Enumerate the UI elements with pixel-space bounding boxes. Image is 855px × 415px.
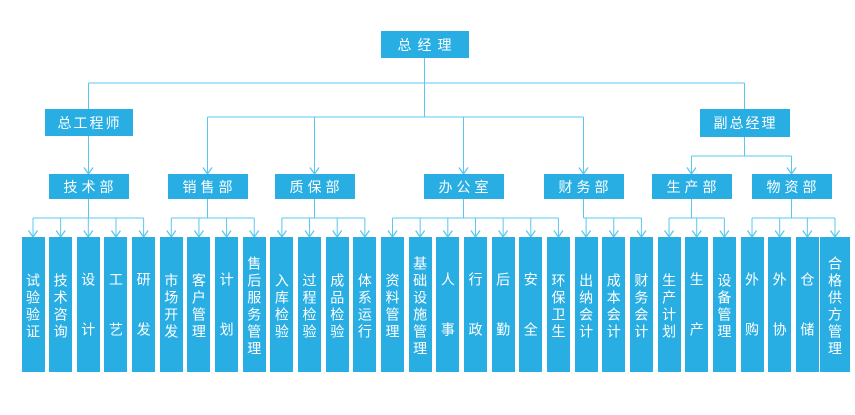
node-chief-engineer: 总工程师	[44, 109, 133, 136]
node-dept-materials: 物资部	[751, 174, 832, 199]
node-label: 仓储	[799, 271, 816, 372]
node-label: 售后服务管理	[246, 255, 263, 358]
node-technology-function-2: 设计	[76, 237, 100, 372]
node-office-function-5: 安全	[519, 237, 543, 372]
node-office-function-4: 后勤	[491, 237, 515, 372]
node-label: 合格供方管理	[826, 255, 843, 358]
node-label: 生产计划	[661, 272, 678, 341]
node-label: 过程检验	[301, 272, 318, 341]
node-production-function-2: 设备管理	[712, 237, 736, 372]
node-sales-function-1: 客户管理	[187, 237, 211, 372]
node-materials-function-2: 仓储	[795, 237, 819, 372]
node-label: 副总经理	[713, 115, 778, 131]
node-technology-function-0: 试验验证	[21, 237, 45, 372]
node-dept-technology: 技术部	[48, 174, 129, 199]
node-label: 试验验证	[25, 272, 41, 341]
node-quality-assurance-function-3: 体系运行	[353, 237, 377, 372]
node-office-function-6: 环保卫生	[546, 237, 570, 372]
node-label: 工艺	[107, 271, 124, 372]
node-label: 入库检验	[273, 272, 290, 341]
node-label: 人事	[439, 271, 456, 372]
node-label: 行政	[467, 271, 484, 372]
node-sales-function-2: 计划	[215, 237, 239, 372]
node-office-function-2: 人事	[436, 237, 460, 372]
node-technology-function-4: 研发	[132, 237, 156, 372]
node-label: 安全	[522, 271, 539, 372]
node-label: 设备管理	[716, 272, 733, 341]
node-production-function-0: 生产计划	[657, 237, 681, 372]
node-dept-sales: 销售部	[167, 174, 248, 199]
node-materials-function-0: 外购	[740, 237, 764, 372]
node-office-function-1: 基础设施管理	[408, 237, 432, 372]
node-general-manager: 总经理	[380, 31, 469, 58]
node-deputy-general-manager: 副总经理	[699, 109, 790, 137]
node-label: 技术部	[63, 178, 118, 195]
node-label: 物资部	[766, 178, 821, 195]
node-label: 总工程师	[57, 114, 122, 131]
node-label: 后勤	[495, 271, 512, 372]
node-finance-function-1: 成本会计	[602, 237, 626, 372]
node-office-function-3: 行政	[463, 237, 487, 372]
node-label: 技术咨询	[52, 272, 69, 341]
node-label: 资料管理	[384, 272, 401, 341]
node-sales-function-0: 市场开发	[159, 237, 183, 372]
node-label: 出纳会计	[578, 272, 595, 341]
node-label: 销售部	[182, 178, 237, 195]
node-label: 成品检验	[329, 272, 346, 341]
node-label: 设计	[80, 271, 97, 372]
node-sales-function-3: 售后服务管理	[242, 237, 266, 372]
node-office-function-0: 资料管理	[381, 237, 404, 372]
node-dept-production: 生产部	[651, 174, 732, 199]
node-label: 财务会计	[633, 272, 650, 341]
node-label: 生产	[688, 271, 705, 372]
node-technology-function-3: 工艺	[104, 237, 128, 372]
connector-line-path	[32, 58, 836, 236]
node-label: 环保卫生	[550, 272, 567, 341]
node-quality-assurance-function-2: 成品检验	[325, 237, 349, 372]
node-label: 客户管理	[190, 272, 207, 341]
node-quality-assurance-function-0: 入库检验	[270, 237, 294, 372]
node-production-function-1: 生产	[685, 237, 709, 372]
node-dept-quality-assurance: 质保部	[274, 174, 355, 199]
node-label: 质保部	[289, 178, 344, 195]
node-technology-function-1: 技术咨询	[49, 237, 73, 372]
node-dept-office: 办公室	[423, 174, 504, 199]
node-dept-finance: 财务部	[543, 174, 624, 199]
node-label: 生产部	[666, 178, 721, 195]
node-label: 基础设施管理	[412, 255, 429, 358]
node-label: 体系运行	[356, 272, 373, 341]
node-finance-function-0: 出纳会计	[574, 237, 598, 372]
node-materials-function-1: 外协	[768, 237, 792, 372]
node-label: 研发	[135, 271, 152, 372]
node-label: 外协	[771, 271, 788, 372]
node-label: 成本会计	[605, 272, 622, 341]
node-label: 办公室	[438, 178, 493, 195]
node-finance-function-2: 财务会计	[629, 237, 653, 372]
node-quality-assurance-function-1: 过程检验	[298, 237, 322, 372]
node-label: 外购	[744, 271, 761, 372]
node-label: 总经理	[397, 36, 458, 53]
node-materials-function-3: 合格供方管理	[819, 237, 850, 372]
node-label: 计划	[218, 271, 235, 372]
node-label: 市场开发	[163, 272, 180, 341]
node-label: 财务部	[558, 178, 613, 195]
